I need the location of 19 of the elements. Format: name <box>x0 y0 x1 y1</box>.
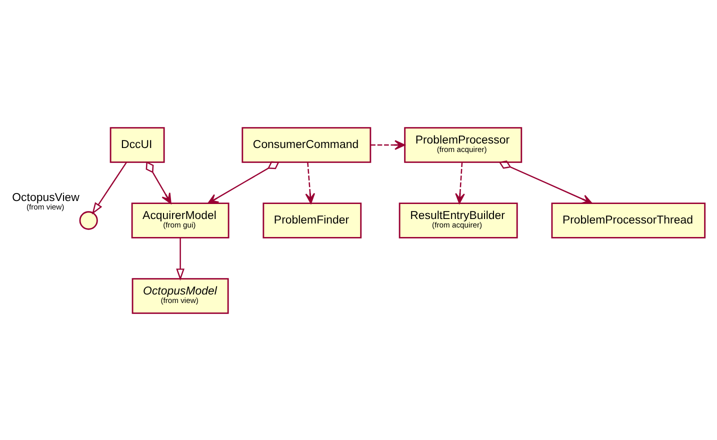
arrow <box>370 140 406 150</box>
arrow <box>208 160 280 204</box>
node-box: ProblemFinder <box>262 202 362 238</box>
node-box: ProblemProcessor (from acquirer) <box>404 126 522 162</box>
node-box: AcquirerModel (from gui) <box>131 202 230 238</box>
node-box: ConsumerCommand <box>242 126 372 162</box>
arrow <box>498 160 592 204</box>
arrow <box>455 162 465 204</box>
node-label: OctopusView <box>12 192 80 204</box>
arrow <box>176 237 185 280</box>
node-box: ProblemProcessorThread <box>551 202 706 238</box>
arrow <box>92 161 128 214</box>
node-label: (from view) <box>26 202 64 211</box>
arrow <box>305 162 316 204</box>
node-box: DccUI <box>110 126 165 162</box>
node-circle <box>79 210 98 230</box>
node-box: ResultEntryBuilder (from acquirer) <box>398 202 518 238</box>
node-box: OctopusModel (from view) <box>132 278 229 314</box>
arrow <box>146 160 172 204</box>
